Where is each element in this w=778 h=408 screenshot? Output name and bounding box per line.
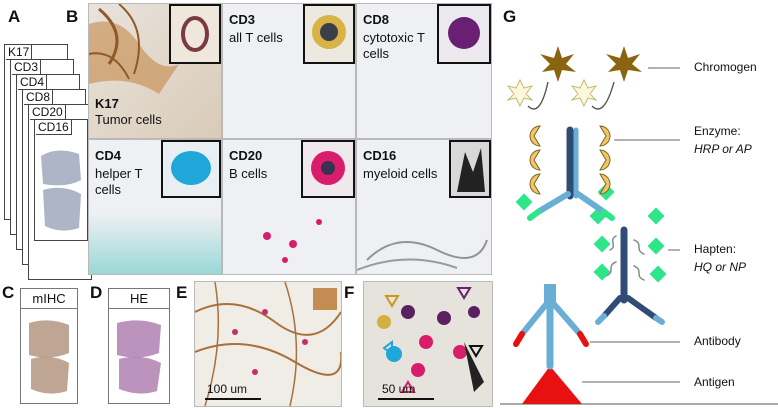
panel-c-slide: mIHC xyxy=(20,288,78,404)
cd20-cells-texture xyxy=(263,219,322,263)
tile-cd20-desc: B cells xyxy=(229,166,268,181)
tile-cd4: CD4 helper T cells xyxy=(88,139,222,275)
k17-inset xyxy=(169,4,221,64)
label-enzyme: Enzyme: xyxy=(694,124,741,138)
stack-slide-cd16: CD16 xyxy=(34,119,88,241)
mihc-tissue xyxy=(29,320,69,394)
cd16-cells-texture xyxy=(357,239,488,271)
secondary-antibody-2 xyxy=(595,226,665,325)
panel-e-image: 100 um xyxy=(194,281,342,407)
tile-cd3-desc: all T cells xyxy=(229,30,283,45)
tile-cd4-desc: helper T cells xyxy=(95,166,143,197)
tile-cd8-marker: CD8 xyxy=(363,12,390,27)
tile-cd20: CD20 B cells xyxy=(222,139,356,275)
label-antibody: Antibody xyxy=(694,334,741,348)
panel-d-slide: HE xyxy=(108,288,170,404)
tile-cd3: CD3 all T cells xyxy=(222,3,356,139)
tile-k17-marker: K17 xyxy=(95,96,119,111)
panel-label-c: C xyxy=(2,283,15,302)
stack-label-cd4: CD4 xyxy=(18,75,48,90)
scalebar-f-label: 50 um xyxy=(382,382,416,396)
k17-cell-icon xyxy=(181,16,209,52)
tile-cd16-marker: CD16 xyxy=(363,148,397,163)
label-hapten: Hapten: xyxy=(694,242,737,256)
cd16-inset xyxy=(449,140,491,198)
scalebar-e-label: 100 um xyxy=(207,382,248,396)
tile-cd16: CD16 myeloid cells xyxy=(356,139,492,275)
primary-antibody xyxy=(513,284,589,370)
scalebar-f xyxy=(378,398,434,400)
he-tissue xyxy=(117,320,161,394)
label-antigen: Antigen xyxy=(694,375,735,389)
tile-cd8-desc: cytotoxic T cells xyxy=(363,30,425,61)
cd8-inset xyxy=(437,4,491,64)
enzyme-markers xyxy=(529,125,611,195)
panel-label-a: A xyxy=(8,7,21,26)
panel-label-b: B xyxy=(66,7,79,26)
cd8-cell-icon xyxy=(448,17,480,49)
label-chromogen: Chromogen xyxy=(694,60,757,74)
stack-label-cd16: CD16 xyxy=(36,120,72,135)
antigen-shape xyxy=(522,366,582,404)
scalebar-e xyxy=(205,398,261,400)
substrate-bursts xyxy=(506,78,598,108)
cd20-cell-icon xyxy=(311,151,345,185)
panel-c-label: mIHC xyxy=(21,289,77,309)
panel-label-e: E xyxy=(176,283,188,302)
cd16-cell-icon xyxy=(457,148,485,192)
tile-cd20-marker: CD20 xyxy=(229,148,263,163)
tile-cd4-marker: CD4 xyxy=(95,148,122,163)
enzyme-types-text: HRP or AP xyxy=(694,142,752,156)
tile-k17: K17 Tumor cells xyxy=(88,3,222,139)
cd4-inset xyxy=(161,140,221,198)
chromogen-bursts xyxy=(540,46,642,82)
panel-e-texture xyxy=(195,282,341,406)
tile-cd8: CD8 cytotoxic T cells xyxy=(356,3,492,139)
leader-lines xyxy=(582,67,680,383)
stack-label-k17: K17 xyxy=(6,45,33,60)
stack-label-cd8: CD8 xyxy=(24,90,54,105)
panel-d-label: HE xyxy=(109,289,169,309)
hapten-types-text: HQ or NP xyxy=(694,260,747,274)
panel-label-d: D xyxy=(90,283,103,302)
panel-label-g: G xyxy=(503,7,517,26)
label-enzyme-types: HRP or AP xyxy=(694,142,752,156)
tissue-thumbnail xyxy=(41,150,81,231)
cd20-inset xyxy=(301,140,355,198)
panel-label-f: F xyxy=(344,283,355,302)
k17-tissue-texture xyxy=(89,4,179,94)
staining-diagram xyxy=(500,46,778,405)
label-hapten-types: HQ or NP xyxy=(694,260,746,274)
cd3-cell-icon xyxy=(312,15,346,49)
panel-f-texture xyxy=(377,287,484,393)
stack-label-cd20: CD20 xyxy=(30,105,66,120)
tile-cd16-desc: myeloid cells xyxy=(363,166,438,181)
panel-f-image: 50 um xyxy=(363,281,493,407)
tile-cd3-marker: CD3 xyxy=(229,12,256,27)
reaction-arrows xyxy=(527,81,615,110)
hapten-markers xyxy=(515,183,667,283)
secondary-antibody-1 xyxy=(527,126,615,221)
stack-label-cd3: CD3 xyxy=(12,60,42,75)
tile-k17-desc: Tumor cells xyxy=(95,112,162,127)
cd4-cell-icon xyxy=(171,151,211,185)
cd3-inset xyxy=(303,4,355,64)
